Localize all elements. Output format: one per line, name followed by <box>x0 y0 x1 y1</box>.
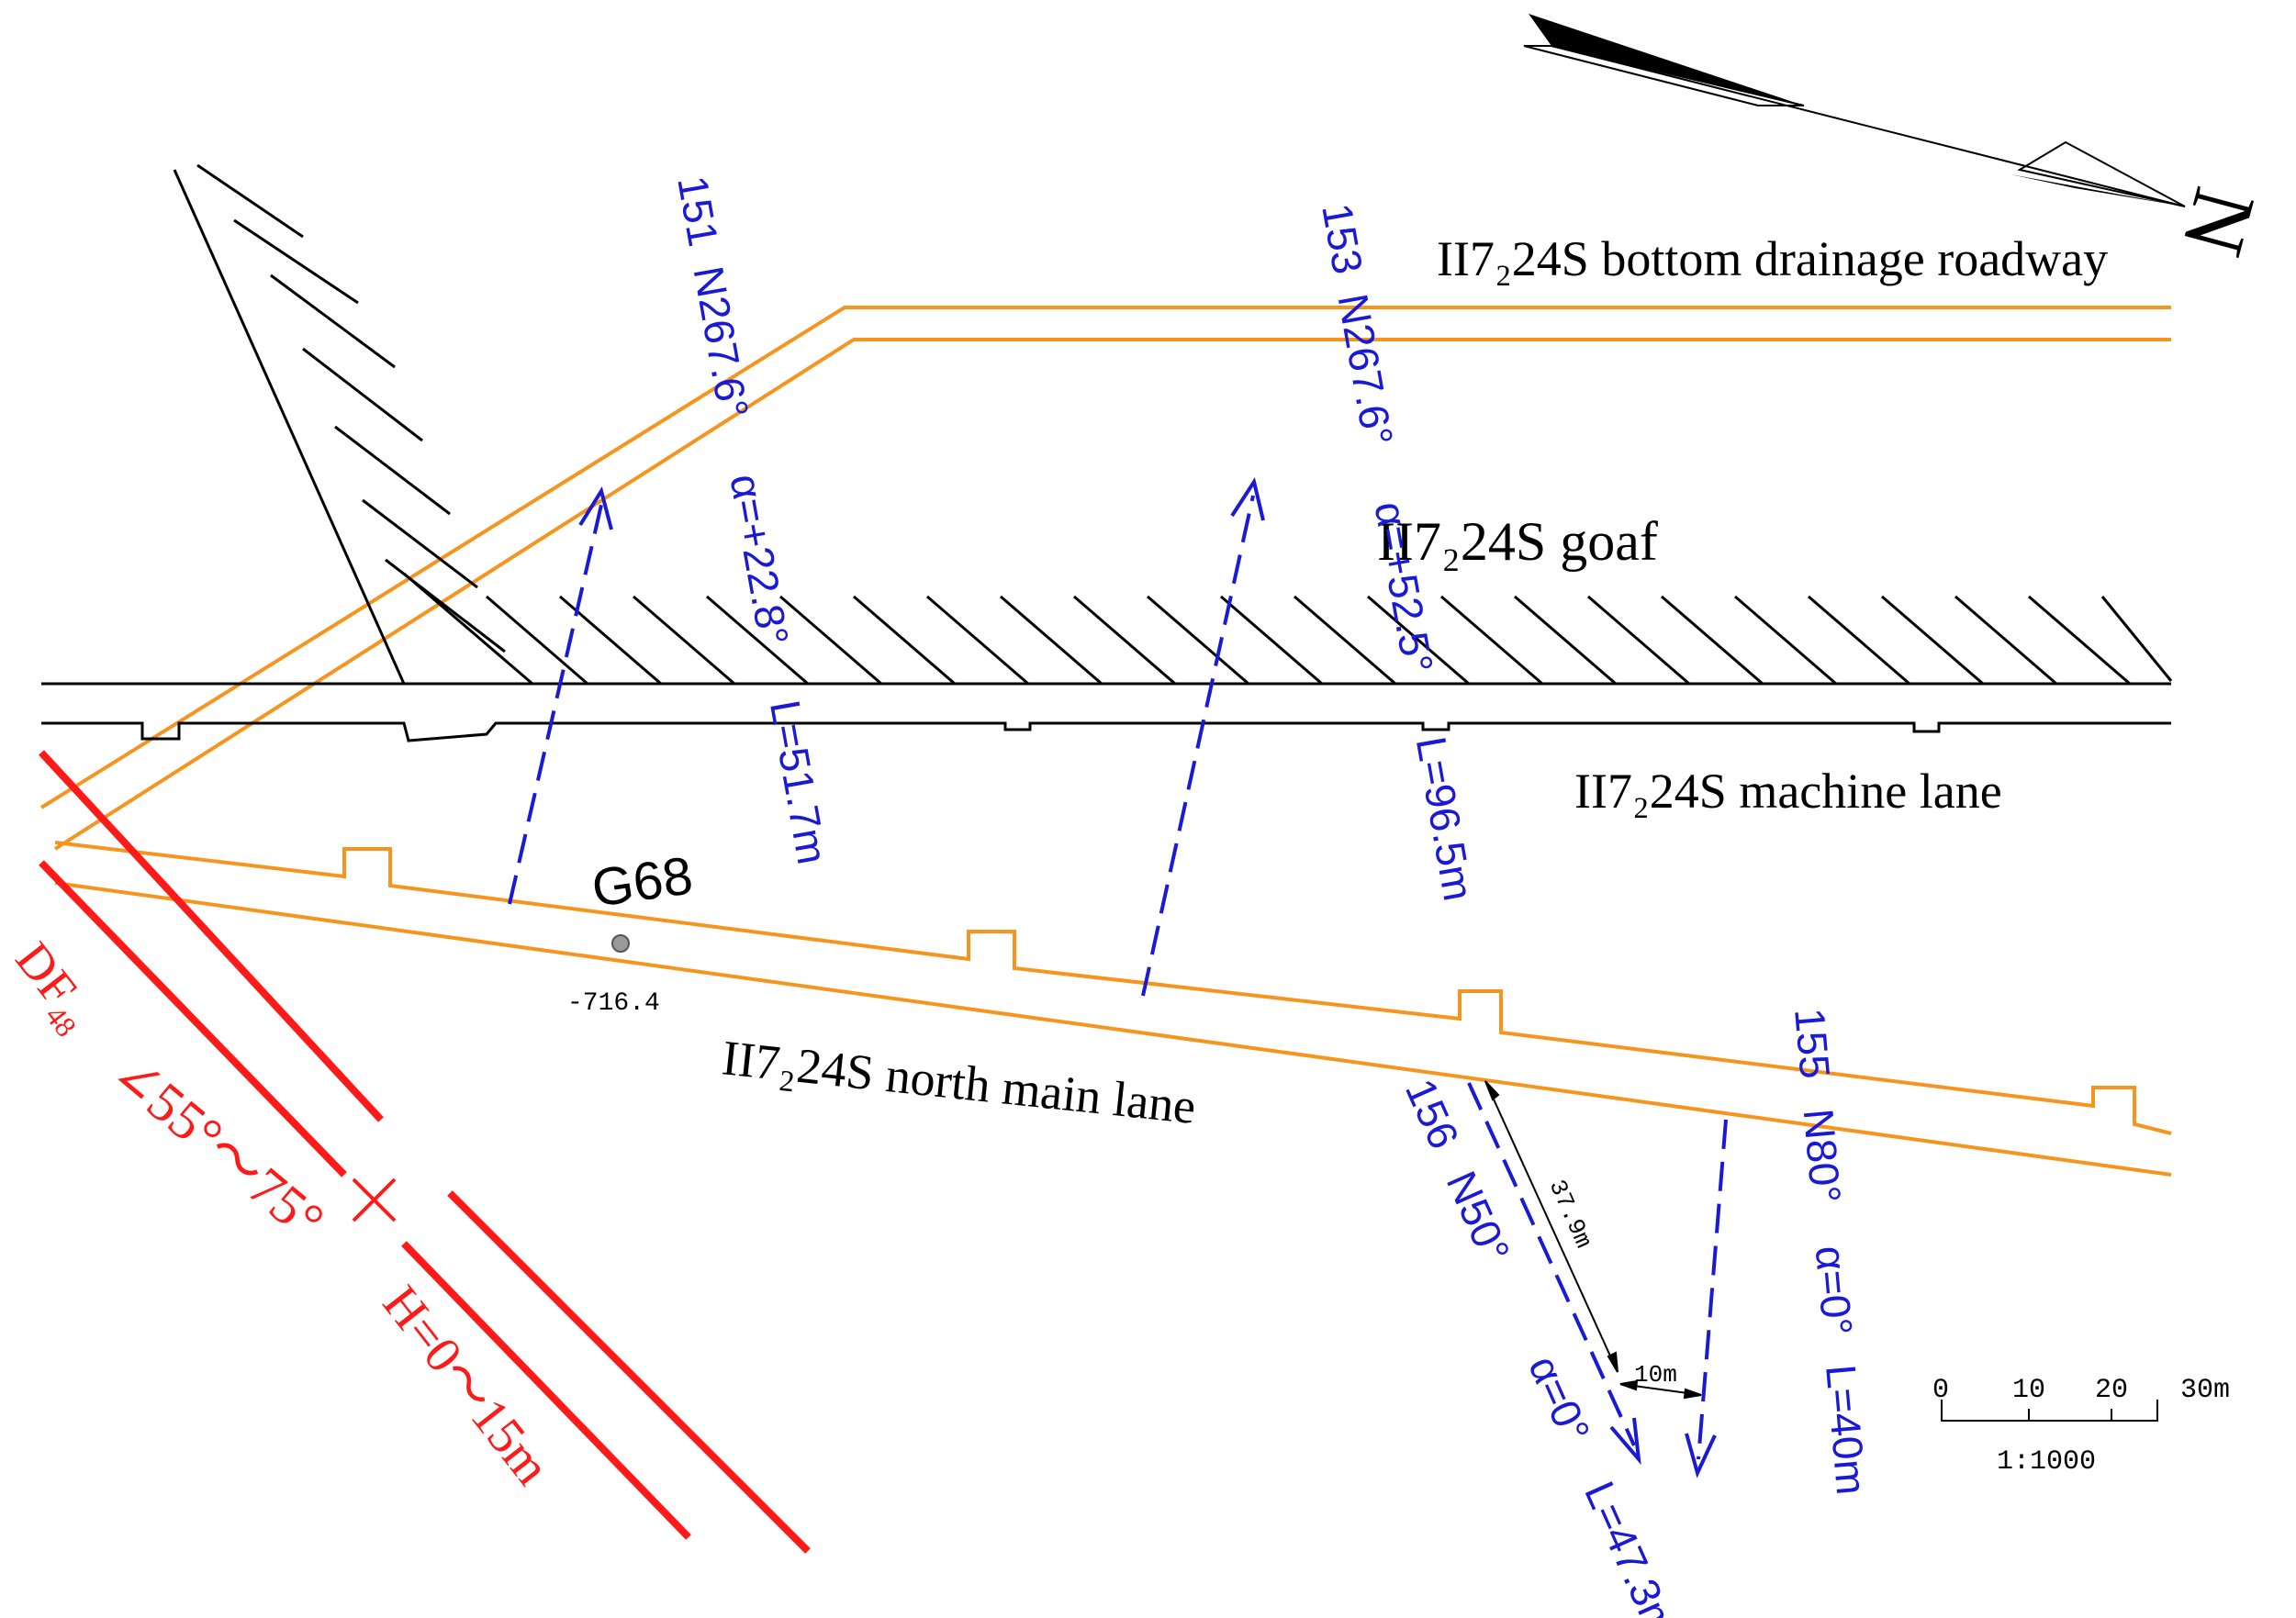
borehole-151 <box>508 485 613 905</box>
borehole-155-inclination: α=0° <box>1807 1244 1862 1337</box>
fault-cross-icon <box>352 1177 397 1222</box>
borehole-156-length: L=47.3m <box>1575 1474 1686 1618</box>
scale-ratio: 1:1000 <box>1997 1446 2096 1478</box>
borehole-156-inclination: α=0° <box>1519 1348 1599 1449</box>
scale-tick-20: 20 <box>2095 1375 2128 1406</box>
scale-tick-30: 30m <box>2180 1375 2230 1406</box>
machine-lane-label: II7₂24S machine lane <box>1574 764 2002 819</box>
north-main-lane <box>54 841 2172 1177</box>
borehole-155-length: L=40m <box>1817 1363 1876 1497</box>
borehole-155-azimuth: N80° <box>1795 1107 1851 1205</box>
dimension-10m <box>1619 1379 1702 1400</box>
borehole-156-id: 156 <box>1396 1072 1469 1155</box>
borehole-155-id: 155 <box>1786 1006 1839 1080</box>
borehole-151-id: 151 <box>668 173 728 251</box>
borehole-156-azimuth: N50° <box>1438 1164 1519 1269</box>
north-label: N <box>2164 179 2275 266</box>
fault-df48 <box>39 750 811 1554</box>
drainage-roadway <box>39 306 2171 851</box>
north-main-lane-label: II7₂24S north main lane <box>720 1030 1199 1134</box>
scale-tick-0: 0 <box>1932 1375 1949 1406</box>
goaf-label: II7₂24S goaf <box>1377 511 1658 572</box>
borehole-151-azimuth: N267.6° <box>685 262 758 421</box>
fault-name: DF <box>6 932 88 1015</box>
borehole-155 <box>1685 1119 1728 1479</box>
survey-point-g68 <box>611 934 630 953</box>
fault-dip-label: ∠55°～75° <box>101 1041 336 1251</box>
borehole-151-inclination: α=+22.8° <box>721 471 798 649</box>
machine-lane <box>41 682 2171 742</box>
dimension-10m-label: 10m <box>1634 1361 1677 1389</box>
borehole-156-labels: 156 N50° α=0° L=47.3m <box>1396 1072 1686 1618</box>
borehole-153-length: L=96.5m <box>1407 733 1484 905</box>
survey-point-elevation: -716.4 <box>567 989 660 1018</box>
fault-name-label: DF48 <box>0 932 106 1043</box>
svg-text:DF48: DF48 <box>0 932 106 1043</box>
dimension-37-9m-label: 37.9m <box>1543 1176 1597 1252</box>
survey-point-name: G68 <box>588 845 697 919</box>
borehole-155-labels: 155 N80° α=0° L=40m <box>1786 1006 1876 1496</box>
scale-tick-10: 10 <box>2012 1375 2045 1406</box>
borehole-153 <box>1141 476 1265 997</box>
borehole-156 <box>1467 1082 1641 1466</box>
scale-bar <box>1941 1400 2158 1422</box>
borehole-153-id: 153 <box>1313 200 1372 278</box>
dimension-37-9m <box>1484 1080 1618 1373</box>
goaf-hatch <box>173 163 2173 686</box>
drainage-roadway-label: II7₂24S bottom drainage roadway <box>1437 231 2108 286</box>
borehole-153-azimuth: N267.6° <box>1329 290 1403 449</box>
borehole-151-labels: 151 N267.6° α=+22.8° L=51.7m <box>668 173 836 868</box>
north-arrow-icon <box>1523 14 2186 207</box>
